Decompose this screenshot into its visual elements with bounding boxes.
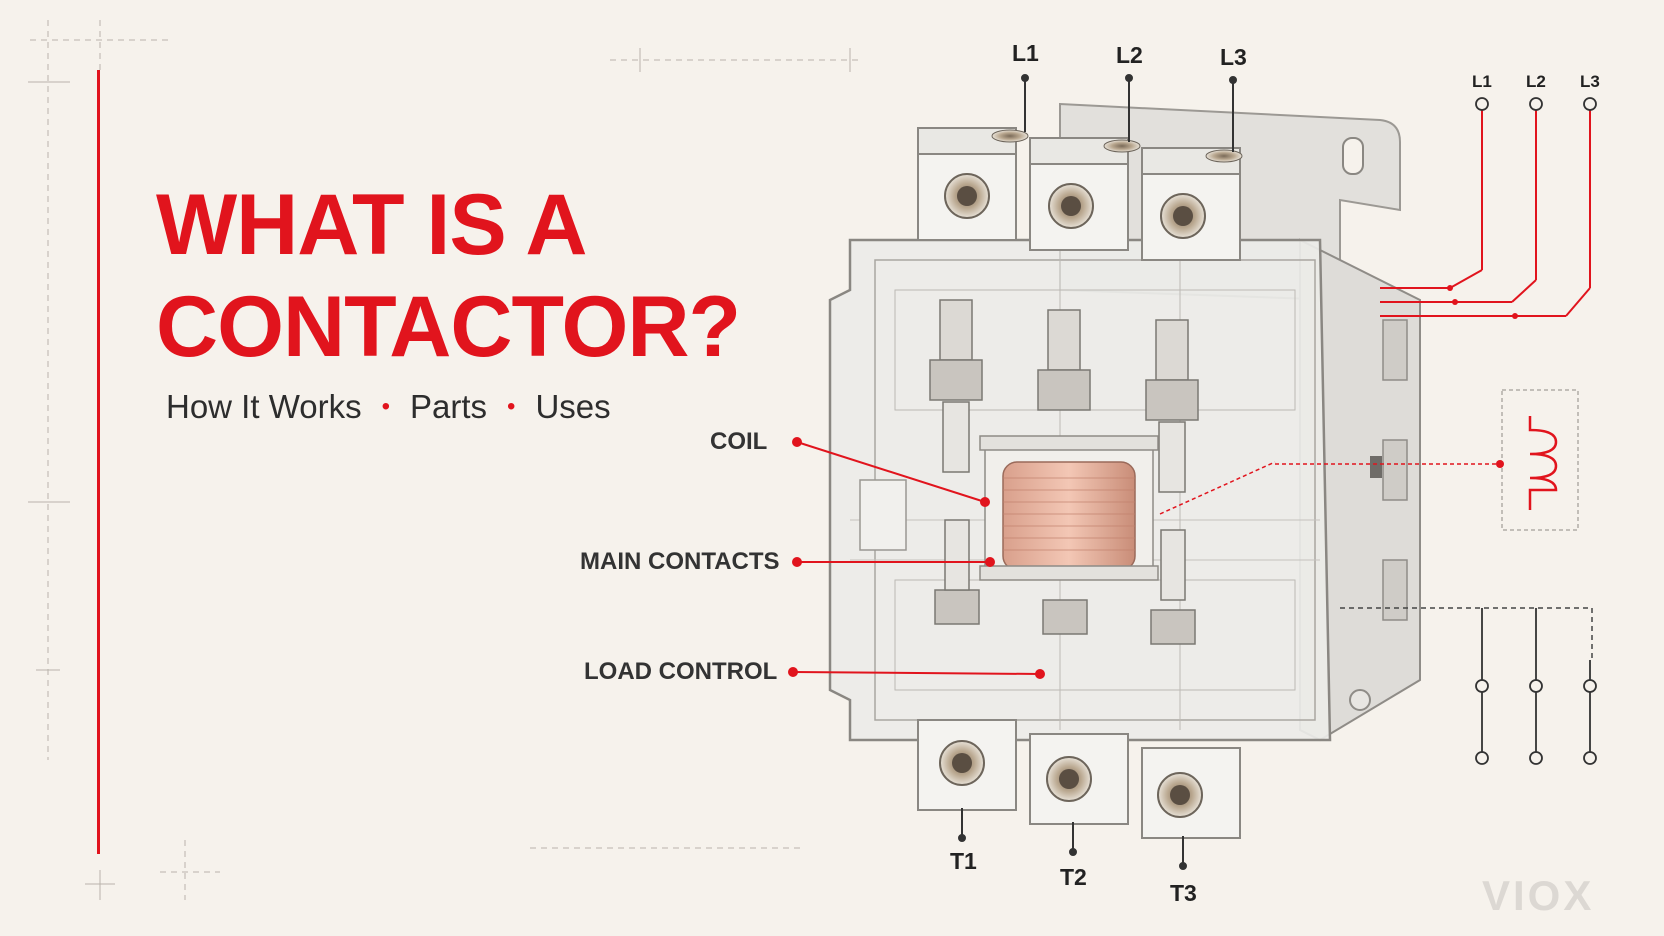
subtitle-separator: • (507, 393, 516, 420)
subtitle-item-how-it-works: How It Works (166, 388, 362, 425)
terminal-label-l3: L3 (1220, 44, 1247, 70)
subtitle-item-parts: Parts (410, 388, 488, 425)
terminal-label-t3: T3 (1170, 880, 1197, 906)
subtitle-separator: • (381, 393, 390, 420)
load-terminal-blocks (917, 719, 1241, 839)
subtitle: How It Works • Parts • Uses (166, 388, 611, 426)
callout-main-contacts: MAIN CONTACTS (580, 548, 780, 575)
line-terminal-blocks (917, 127, 1243, 261)
terminal-label-t2: T2 (1060, 864, 1087, 890)
terminal-leaders (958, 74, 1237, 870)
title-line-2: CONTACTOR? (156, 279, 741, 375)
schematic-label-l2: L2 (1526, 72, 1546, 91)
coil (979, 435, 1159, 581)
schematic-label-l3: L3 (1580, 72, 1600, 91)
title-line-1: WHAT IS A (156, 177, 587, 273)
terminal-label-t1: T1 (950, 848, 977, 874)
callout-lines (788, 437, 1500, 679)
schematic-diagram (1340, 97, 1597, 765)
callout-load-control: LOAD CONTROL (584, 658, 778, 685)
side-body (1299, 238, 1421, 742)
accent-bar (97, 70, 100, 854)
callout-coil: COIL (710, 428, 768, 455)
subtitle-item-uses: Uses (535, 388, 611, 425)
contact-assemblies (929, 299, 1199, 645)
terminal-label-l1: L1 (1012, 40, 1039, 66)
schematic-label-l1: L1 (1472, 72, 1492, 91)
terminal-label-l2: L2 (1116, 42, 1143, 68)
brand-logo: VIOX (1482, 872, 1595, 919)
